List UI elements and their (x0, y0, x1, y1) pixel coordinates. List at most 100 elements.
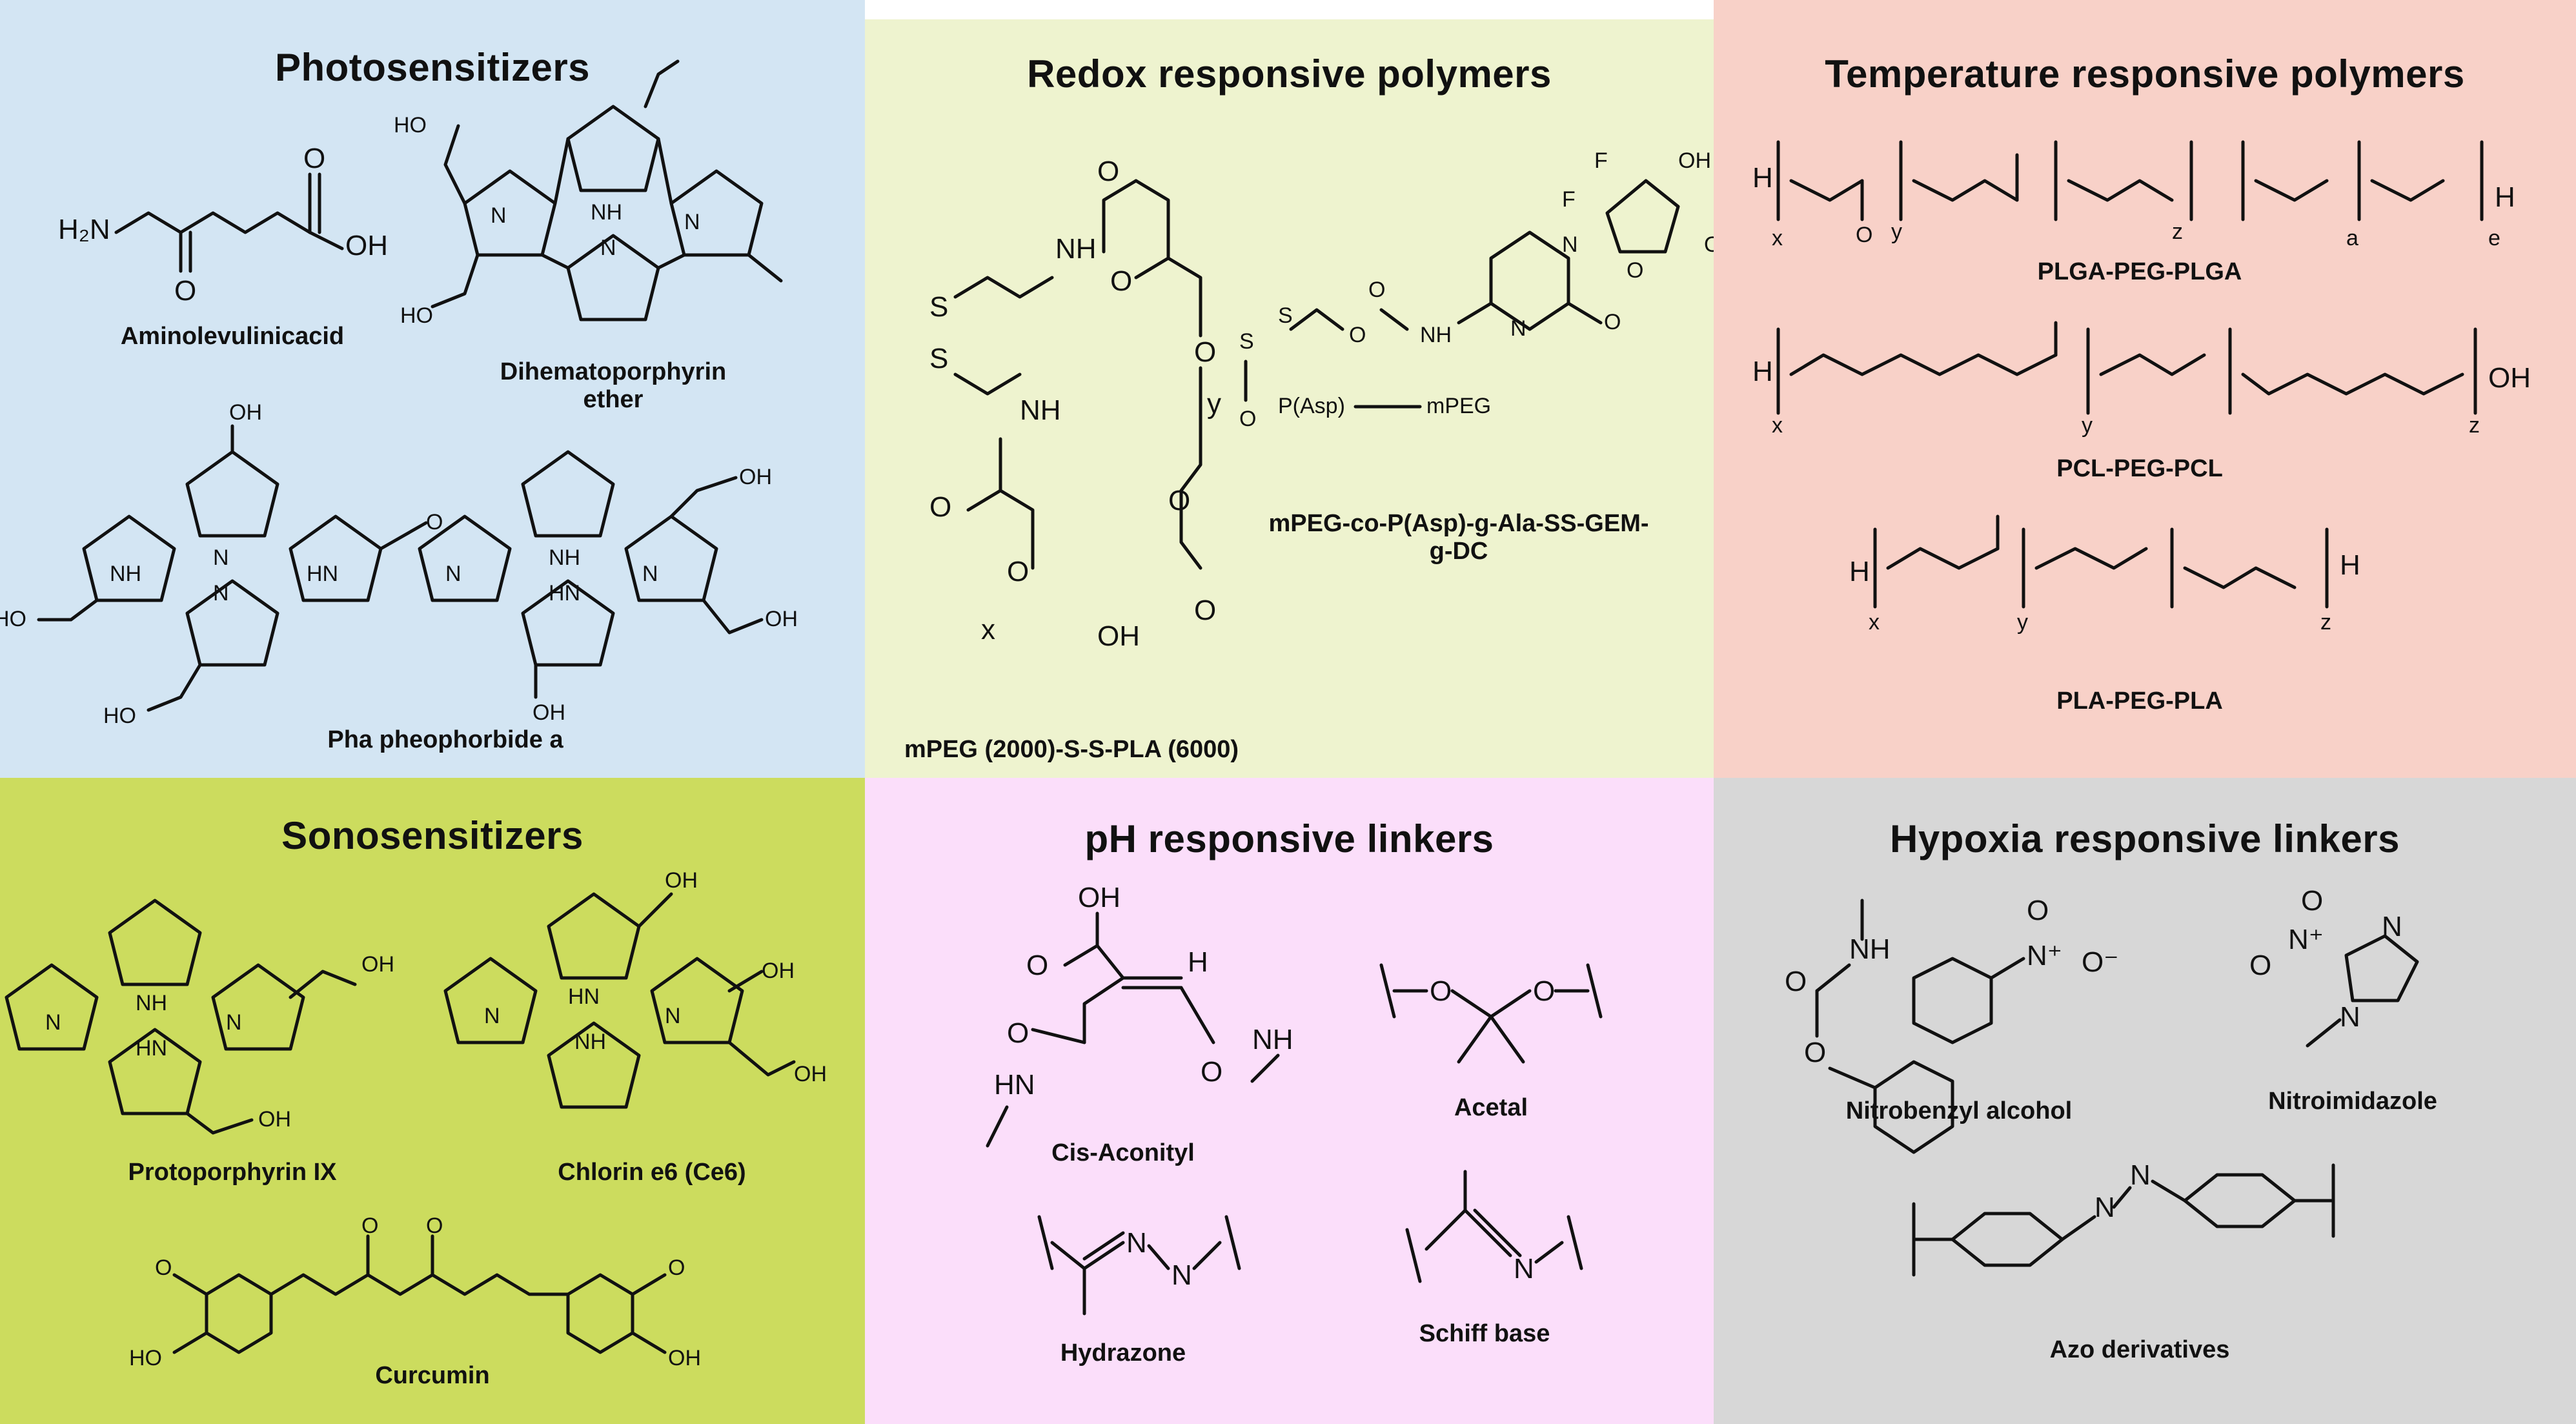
label-pheophorbide: Pha pheophorbide a (327, 726, 563, 753)
panel-temperature: Temperature responsive polymers H O H x … (1714, 0, 2576, 778)
label-pcl-peg-pcl: PCL-PEG-PCL (2056, 455, 2223, 482)
svg-text:NH: NH (1055, 233, 1097, 265)
svg-text:O: O (303, 143, 325, 174)
svg-text:N: N (684, 210, 700, 234)
label-protoporphyrin: Protoporphyrin IX (128, 1159, 337, 1186)
svg-text:S: S (1278, 303, 1293, 328)
svg-text:S: S (929, 343, 948, 374)
svg-text:HN: HN (549, 581, 580, 605)
svg-text:OH: OH (1678, 148, 1711, 173)
svg-text:x: x (1772, 413, 1783, 438)
svg-text:O: O (1007, 556, 1029, 587)
svg-text:O: O (1007, 1017, 1029, 1049)
acetal-structure: O O (1379, 963, 1603, 1064)
svg-text:z: z (2469, 413, 2480, 438)
svg-text:HO: HO (129, 1346, 162, 1370)
svg-text:N: N (445, 562, 461, 586)
svg-text:O: O (1430, 975, 1452, 1007)
label-nitrobenzyl-alcohol: Nitrobenzyl alcohol (1845, 1097, 2073, 1124)
svg-text:N: N (45, 1010, 61, 1035)
svg-text:x: x (1772, 226, 1783, 250)
svg-text:S: S (929, 291, 948, 323)
svg-text:N: N (2382, 911, 2402, 942)
svg-text:N⁺: N⁺ (2027, 940, 2062, 971)
svg-text:N: N (1510, 316, 1526, 341)
panel-hypoxia: Hypoxia responsive linkers NH O O N⁺ O⁻ … (1714, 778, 2576, 1424)
nitroimidazole-structure: O N⁺ O N N (2249, 885, 2419, 1048)
svg-text:O: O (174, 275, 196, 307)
pcl-peg-pcl-structure: H OH x y z (1752, 321, 2531, 438)
svg-text:O⁻: O⁻ (2082, 946, 2118, 978)
svg-text:H: H (2340, 549, 2360, 581)
label-hydrazone: Hydrazone (1060, 1339, 1186, 1367)
svg-text:O: O (426, 510, 443, 534)
svg-text:O: O (1097, 156, 1119, 187)
svg-text:OH: OH (345, 230, 388, 261)
label-curcumin: Curcumin (375, 1362, 490, 1389)
svg-text:H: H (1752, 356, 1773, 387)
svg-text:OH: OH (1097, 620, 1140, 652)
svg-text:y: y (1891, 219, 1902, 244)
azo-derivatives-structure: N N (1912, 1159, 2335, 1277)
svg-text:HO: HO (394, 113, 427, 137)
label-pla-peg-pla: PLA-PEG-PLA (2056, 687, 2223, 715)
svg-text:z: z (2172, 219, 2183, 244)
svg-text:O: O (1194, 336, 1216, 368)
protoporphyrin-structure: NH N HN N OH OH (5, 899, 394, 1135)
label-acetal: Acetal (1454, 1094, 1528, 1121)
svg-text:OH: OH (258, 1107, 291, 1132)
svg-text:NH: NH (1252, 1024, 1293, 1055)
svg-text:O: O (1110, 265, 1132, 297)
svg-text:O: O (2249, 950, 2271, 981)
panel-photosensitizers: Photosensitizers H₂N O O OH Aminolevulin… (0, 0, 865, 778)
svg-text:y: y (2082, 413, 2093, 438)
label-azo-derivatives: Azo derivatives (2049, 1336, 2230, 1363)
svg-text:OH: OH (762, 959, 795, 983)
label-chlorin-e6: Chlorin e6 (Ce6) (558, 1159, 746, 1186)
svg-text:O: O (2301, 885, 2323, 917)
svg-text:OH: OH (665, 868, 698, 893)
svg-text:H₂N: H₂N (58, 214, 110, 245)
svg-text:OH: OH (739, 465, 772, 489)
curcumin-structure: O O O HO O OH (129, 1214, 701, 1370)
chlorin-e6-structure: HN N NH N OH OH OH (443, 868, 827, 1109)
svg-text:OH: OH (229, 400, 262, 425)
hydrazone-structure: N N (1037, 1215, 1241, 1316)
panel-title: Photosensitizers (274, 46, 591, 89)
svg-text:NH: NH (1020, 394, 1061, 426)
svg-text:O: O (1194, 595, 1216, 626)
svg-text:NH: NH (136, 991, 167, 1015)
panel-title: Sonosensitizers (281, 814, 583, 857)
panel-ph: pH responsive linkers OH O H O HN O NH C… (865, 778, 1714, 1424)
svg-text:H: H (1752, 162, 1773, 194)
label-plga-peg-plga: PLGA-PEG-PLGA (2037, 258, 2242, 285)
svg-text:N: N (600, 236, 616, 260)
svg-text:NH: NH (1420, 323, 1452, 347)
svg-text:OH: OH (794, 1062, 827, 1086)
svg-text:OH: OH (668, 1346, 701, 1370)
svg-text:S: S (1239, 329, 1254, 354)
svg-text:N: N (484, 1004, 500, 1028)
pheophorbide-structure: N HN N NH HO HO OH O NH N HN N OH OH (0, 400, 798, 728)
svg-text:O: O (1349, 323, 1366, 347)
svg-text:H: H (1188, 946, 1208, 978)
svg-text:O: O (155, 1256, 172, 1280)
label-schiff-base: Schiff base (1419, 1320, 1550, 1347)
mpeg-ss-pla-structure: S S NH O O O y O O NH O O x OH (929, 156, 1221, 652)
svg-text:y: y (1207, 388, 1221, 420)
svg-text:HO: HO (400, 303, 433, 328)
label-aminolevulinic-acid: Aminolevulinicacid (120, 323, 345, 350)
svg-text:F: F (1594, 148, 1608, 173)
svg-text:O: O (1604, 310, 1621, 334)
svg-text:O: O (1168, 485, 1190, 516)
svg-text:O: O (1239, 407, 1256, 431)
svg-text:N: N (226, 1010, 242, 1035)
panel-redox: Redox responsive polymers S S NH O O O y… (865, 19, 1737, 778)
svg-text:O: O (1627, 258, 1643, 283)
svg-text:OH: OH (765, 607, 798, 631)
svg-text:HN: HN (994, 1069, 1035, 1101)
svg-text:O: O (426, 1214, 443, 1238)
svg-text:F: F (1562, 187, 1576, 212)
svg-text:NH: NH (574, 1030, 606, 1054)
svg-text:H: H (1849, 556, 1870, 587)
